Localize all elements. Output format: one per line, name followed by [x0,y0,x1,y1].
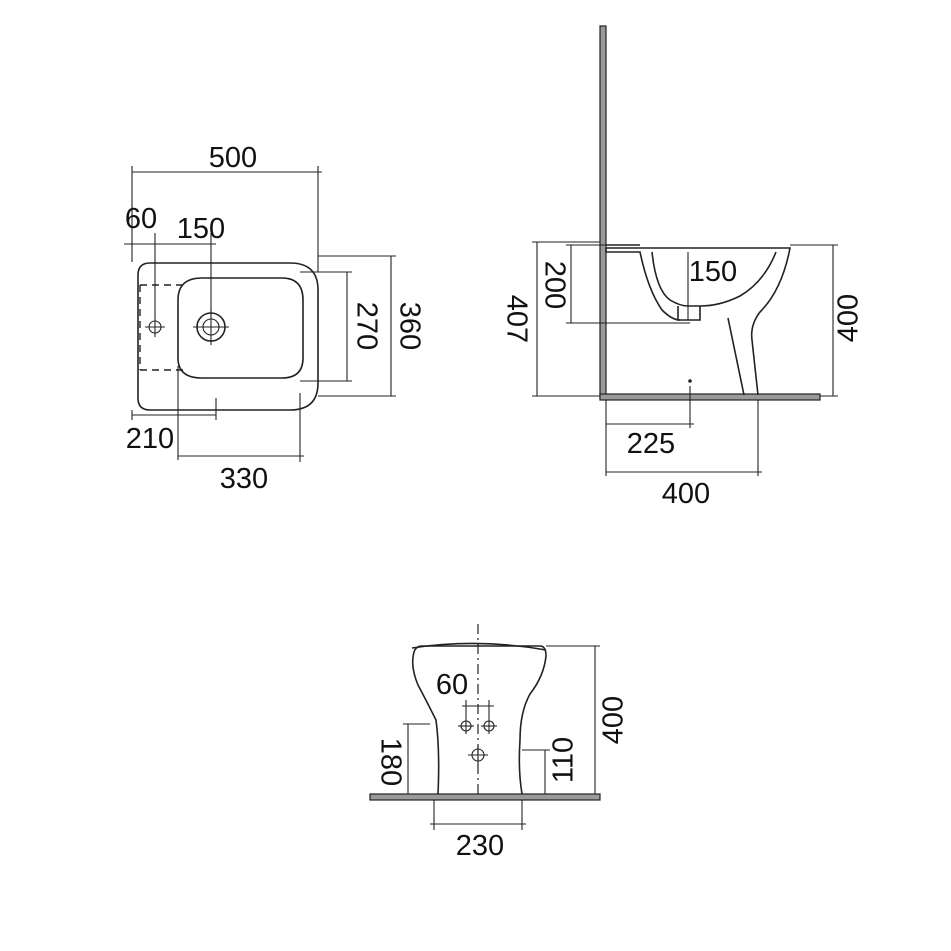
bidet-pedestal-front [727,317,745,396]
tap-hole-left [458,718,474,734]
side-view: 200 407 150 400 225 400 [500,25,865,510]
dim-side-407: 407 [500,295,532,343]
dim-side-400-height: 400 [833,294,865,342]
tap-hole-right [481,718,497,734]
waste-hole [468,745,488,765]
bowl-outline [137,262,319,411]
dim-front-230: 230 [456,830,504,862]
dim-top-270: 270 [350,302,382,350]
inner-basin-outline [177,277,304,379]
bidet-profile-inner [651,251,777,307]
bidet-profile-outer [605,247,791,396]
dim-front-110: 110 [548,737,580,783]
dim-side-200: 200 [538,261,570,309]
dim-top-60: 60 [125,203,157,235]
dim-top-360: 360 [393,302,425,350]
drain-outlet [677,306,701,321]
dim-side-150: 150 [689,256,737,288]
dim-front-180: 180 [374,738,406,786]
front-rim [411,642,547,651]
dim-front-400: 400 [598,696,630,744]
dim-side-400-depth: 400 [662,478,710,510]
dim-front-60: 60 [436,669,468,701]
dim-top-210: 210 [126,423,174,455]
dim-side-225: 225 [627,428,675,460]
tap-hole [145,317,165,337]
floor-fixing-point [688,379,692,383]
dim-top-150: 150 [177,213,225,245]
front-outline [411,645,547,795]
hidden-rear-edge [139,284,188,371]
wall [599,25,607,400]
side-floor [599,393,821,401]
dim-top-330: 330 [220,463,268,495]
dim-top-500: 500 [209,142,257,174]
drain-hole [193,309,229,345]
front-view: 60 400 180 110 230 [369,624,630,862]
front-floor [369,793,601,801]
top-view: 500 60 150 270 360 210 330 [124,142,425,495]
